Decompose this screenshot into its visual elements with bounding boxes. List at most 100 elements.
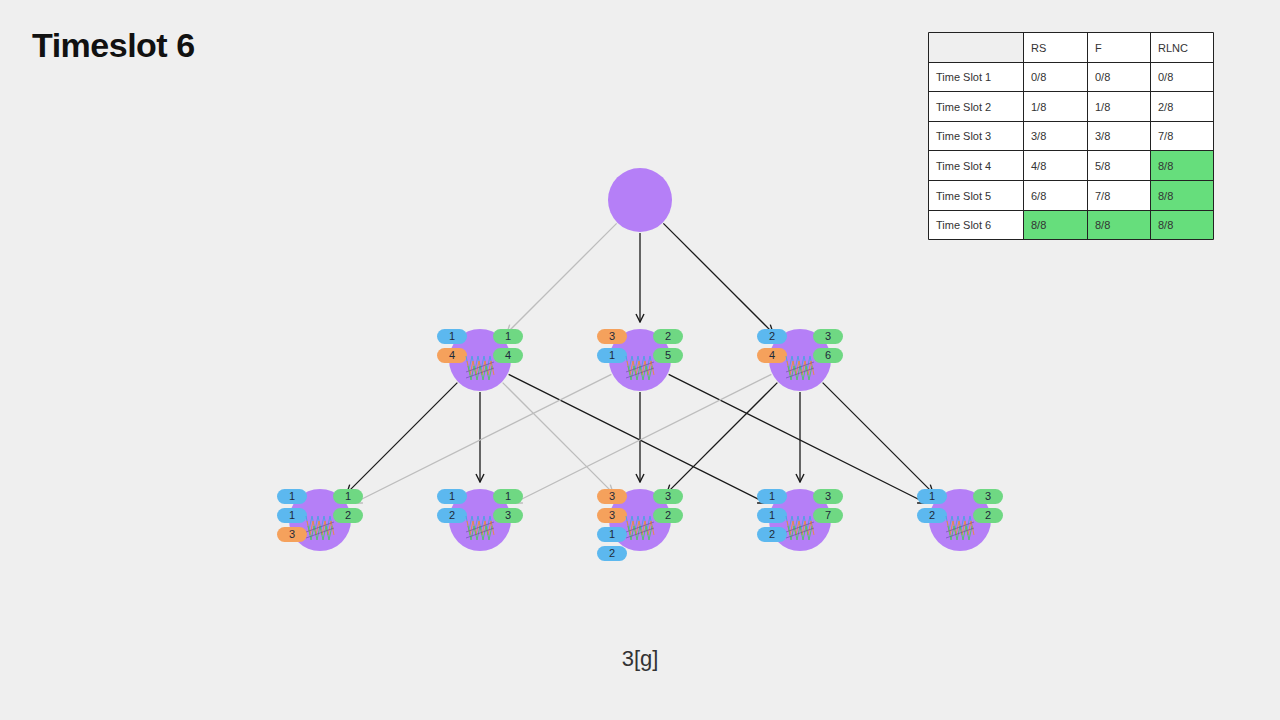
packet-number: 3 bbox=[653, 489, 683, 504]
table-cell: Time Slot 5 bbox=[929, 181, 1023, 210]
table-cell: 6/8 bbox=[1024, 181, 1087, 210]
packet-number: 2 bbox=[757, 527, 787, 542]
packet-pill: 1 bbox=[493, 329, 523, 344]
network-node-circle: 1144 bbox=[449, 329, 511, 391]
coding-scribble bbox=[626, 356, 654, 380]
packet-number: 3 bbox=[597, 489, 627, 504]
packet-pill: 2 bbox=[653, 508, 683, 523]
packet-pill: 4 bbox=[437, 348, 467, 363]
grid-line bbox=[929, 32, 1214, 33]
network-node-circle: 3215 bbox=[609, 329, 671, 391]
grid-line bbox=[928, 33, 929, 240]
table-cell: 8/8 bbox=[1151, 211, 1213, 239]
grid-line bbox=[929, 62, 1214, 63]
table-cell: Time Slot 6 bbox=[929, 211, 1023, 239]
packet-number: 5 bbox=[653, 348, 683, 363]
packet-pill: 1 bbox=[757, 508, 787, 523]
table-cell: 8/8 bbox=[1151, 181, 1213, 210]
table-cell: 8/8 bbox=[1151, 151, 1213, 180]
packet-number: 2 bbox=[757, 329, 787, 344]
arrow-connector bbox=[667, 383, 778, 494]
arrow-connector bbox=[514, 374, 771, 503]
slide-caption: 3[g] bbox=[540, 646, 740, 672]
arrow-connector bbox=[479, 392, 480, 482]
packet-number: 1 bbox=[493, 489, 523, 504]
table-cell: 1/8 bbox=[1024, 92, 1087, 121]
table-cell: 0/8 bbox=[1151, 63, 1213, 91]
packet-pill: 1 bbox=[437, 329, 467, 344]
packet-number: 1 bbox=[597, 527, 627, 542]
packet-number: 2 bbox=[437, 508, 467, 523]
table-cell: 0/8 bbox=[1088, 63, 1150, 91]
table-cell: Time Slot 2 bbox=[929, 92, 1023, 121]
packet-number: 3 bbox=[813, 329, 843, 344]
packet-pill: 5 bbox=[653, 348, 683, 363]
table-cell: 0/8 bbox=[1024, 63, 1087, 91]
coding-scribble bbox=[466, 516, 494, 540]
packet-pill: 2 bbox=[757, 329, 787, 344]
table-cell: 1/8 bbox=[1088, 92, 1150, 121]
table-cell: 7/8 bbox=[1151, 122, 1213, 150]
packet-pill: 1 bbox=[597, 348, 627, 363]
packet-number: 1 bbox=[597, 348, 627, 363]
arrow-connector bbox=[669, 374, 926, 503]
network-node-circle: 1123 bbox=[449, 489, 511, 551]
grid-line bbox=[929, 150, 1214, 151]
network-node-circle: 1322 bbox=[929, 489, 991, 551]
packet-pill: 1 bbox=[333, 489, 363, 504]
packet-number: 4 bbox=[437, 348, 467, 363]
table-cell: RLNC bbox=[1151, 33, 1213, 62]
packet-pill: 2 bbox=[437, 508, 467, 523]
arrow-connector bbox=[639, 392, 640, 482]
network-node-circle: 2346 bbox=[769, 329, 831, 391]
packet-number: 3 bbox=[597, 329, 627, 344]
coding-scribble bbox=[786, 356, 814, 380]
packet-number: 1 bbox=[277, 489, 307, 504]
coding-scribble bbox=[306, 516, 334, 540]
slide-title: Timeslot 6 bbox=[32, 26, 195, 65]
packet-pill: 6 bbox=[813, 348, 843, 363]
table-cell: 3/8 bbox=[1088, 122, 1150, 150]
network-node-circle: 11123 bbox=[289, 489, 351, 551]
packet-number: 1 bbox=[493, 329, 523, 344]
arrow-connector bbox=[509, 374, 766, 503]
packet-pill: 3 bbox=[813, 329, 843, 344]
packet-number: 2 bbox=[653, 329, 683, 344]
packet-number: 1 bbox=[277, 508, 307, 523]
packet-pill: 3 bbox=[973, 489, 1003, 504]
network-node-circle: 333212 bbox=[609, 489, 671, 551]
table-cell: 8/8 bbox=[1024, 211, 1087, 239]
packet-pill: 2 bbox=[973, 508, 1003, 523]
packet-number: 3 bbox=[597, 508, 627, 523]
table-cell: 2/8 bbox=[1151, 92, 1213, 121]
grid-line bbox=[929, 121, 1214, 122]
grid-line bbox=[929, 180, 1214, 181]
table-cell: Time Slot 3 bbox=[929, 122, 1023, 150]
table-cell: Time Slot 1 bbox=[929, 63, 1023, 91]
grid-line bbox=[929, 210, 1214, 211]
grid-line bbox=[1023, 33, 1024, 240]
packet-pill: 1 bbox=[757, 489, 787, 504]
grid-line bbox=[1213, 33, 1214, 240]
packet-number: 4 bbox=[493, 348, 523, 363]
packet-pill: 7 bbox=[813, 508, 843, 523]
arrow-connector bbox=[639, 233, 640, 322]
table-cell: 7/8 bbox=[1088, 181, 1150, 210]
arrow-connector bbox=[347, 383, 458, 494]
packet-pill: 3 bbox=[653, 489, 683, 504]
grid-line bbox=[929, 91, 1214, 92]
grid-line bbox=[929, 239, 1214, 240]
packet-pill: 3 bbox=[813, 489, 843, 504]
packet-number: 3 bbox=[973, 489, 1003, 504]
packet-number: 1 bbox=[917, 489, 947, 504]
packet-number: 2 bbox=[917, 508, 947, 523]
grid-line bbox=[1150, 33, 1151, 240]
packet-number: 1 bbox=[333, 489, 363, 504]
arrow-connector bbox=[354, 374, 611, 503]
packet-pill: 1 bbox=[277, 508, 307, 523]
packet-number: 2 bbox=[597, 546, 627, 561]
table-cell: 8/8 bbox=[1088, 211, 1150, 239]
packet-pill: 2 bbox=[757, 527, 787, 542]
